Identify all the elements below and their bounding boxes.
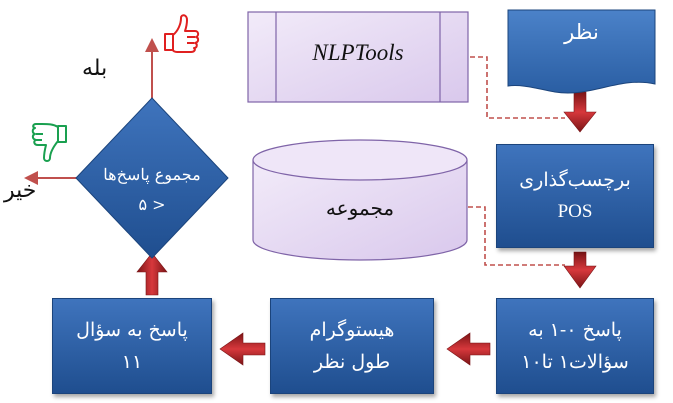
yes-label: بله [82, 56, 108, 81]
pos-tagging-line1: برچسب‌گذاری [519, 169, 631, 191]
arrow-histogram-to-answer11 [219, 332, 266, 366]
sum-label: مجموع پاسخ‌ها ۵ > [78, 160, 226, 220]
histogram-box: هیستوگرام طول نظر [270, 298, 434, 394]
decision-diamond [75, 97, 229, 259]
nlptools-label: NLPTools [312, 40, 404, 65]
sum-line1: مجموع پاسخ‌ها [103, 165, 201, 184]
answer01-box: پاسخ ۰-۱ به سؤالات۱ تا۱۰ [496, 298, 654, 394]
thumbs-up-icon [164, 14, 200, 53]
answer11-line1: پاسخ به سؤال [76, 319, 188, 341]
nlptools-process-box [247, 11, 469, 103]
arrow-answer11-to-sum [136, 252, 168, 296]
answer01-line2: سؤالات۱ تا۱۰ [521, 351, 629, 373]
answer01-line1: پاسخ ۰-۱ به [528, 319, 622, 341]
opinion-label: نظر [564, 20, 599, 44]
dashed-connector-collection [468, 206, 565, 266]
arrow-pos-to-answer01 [563, 251, 597, 289]
pos-tagging-box: برچسب‌گذاری POS [496, 144, 654, 248]
histogram-line1: هیستوگرام [309, 319, 395, 341]
collection-cylinder [252, 139, 468, 261]
no-label: خیر [4, 178, 37, 203]
answer11-box: پاسخ به سؤال ۱۱ [52, 298, 212, 394]
collection-label: مجموعه [325, 196, 395, 220]
arrow-opinion-to-pos [563, 91, 597, 133]
opinion-document [507, 9, 656, 94]
sum-line2: ۵ > [138, 195, 166, 214]
thumbs-down-icon [31, 123, 67, 162]
arrow-answer01-to-histogram [446, 332, 491, 366]
answer11-line2: ۱۱ [121, 351, 143, 373]
histogram-line2: طول نظر [313, 351, 391, 373]
dashed-connector-nlptools [470, 56, 565, 119]
pos-tagging-line2: POS [557, 201, 593, 222]
